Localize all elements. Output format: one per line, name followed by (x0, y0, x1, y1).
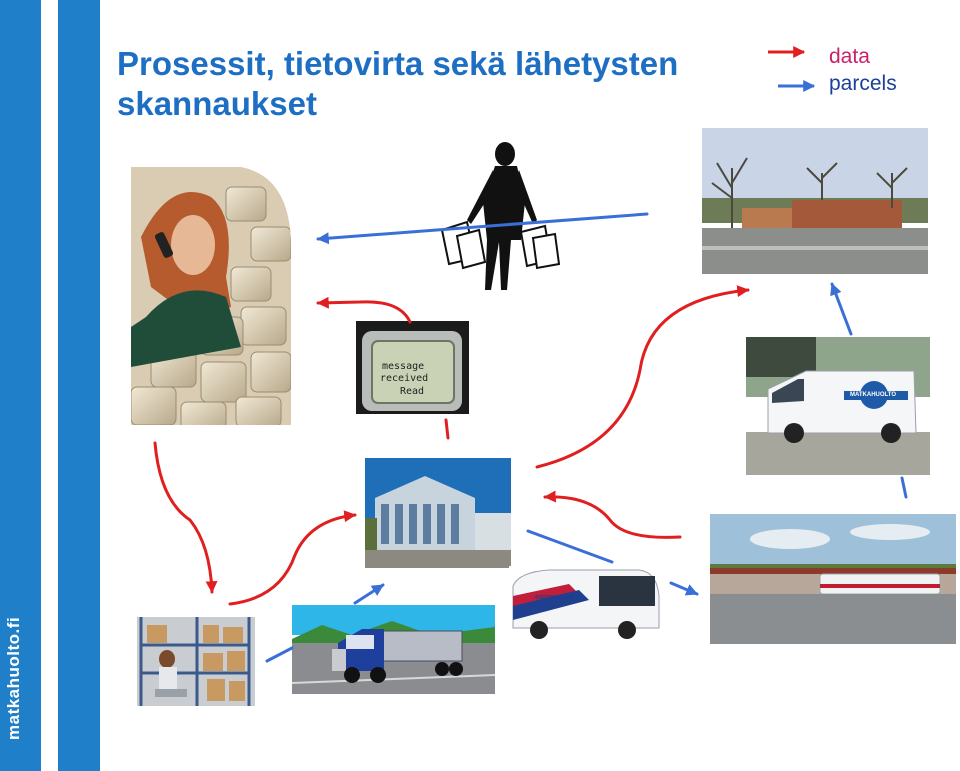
van-logo-text: MATKAHUOLTO (850, 392, 896, 398)
warehouse-photo (137, 617, 255, 706)
page-title: Prosessit, tietovirta sekä lähetysten sk… (117, 45, 679, 122)
parcel-arrow-coach-to-station (669, 581, 699, 596)
data-arrow-phone-to-service (316, 296, 412, 324)
parcel-arrow-terminal-to-coach (526, 529, 614, 564)
data-arrow-terminal-to-centre (535, 285, 750, 469)
legend-arrows (768, 46, 816, 92)
sms-line-read: Read (400, 386, 425, 397)
parcel-arrow-van-to-centre (830, 282, 853, 336)
data-arrow-station-to-terminal (543, 490, 682, 539)
parcel-arrow-truck-to-terminal (353, 583, 385, 605)
bus-station-photo (710, 514, 956, 644)
side-stripe-left (0, 0, 41, 771)
parcel-arrow-warehouse-to-truck (265, 646, 294, 663)
data-arrow-phone-tail (444, 418, 450, 440)
parcel-arrow-centre-to-customer (316, 212, 649, 245)
data-arrow-service-to-warehouse (153, 441, 218, 594)
sms-notification-photo: message received Read (356, 321, 469, 414)
side-stripe-right (58, 0, 100, 771)
customer-service-photo (131, 167, 291, 425)
parcel-arrow-station-tail (900, 476, 908, 499)
shopping-customer-icon (437, 140, 562, 298)
sms-line-received: received (380, 373, 429, 384)
coach-bus-photo: expressbus (509, 566, 661, 644)
sms-line-message: message (382, 361, 425, 372)
coach-logo-text: expressbus (535, 594, 574, 601)
truck-illustration (292, 605, 495, 694)
delivery-van-photo: MATKAHUOLTO (746, 337, 930, 475)
legend-data-label: data (829, 45, 870, 68)
data-arrow-warehouse-to-terminal (228, 510, 357, 606)
legend-parcels-label: parcels (829, 72, 897, 95)
terminal-building-photo (365, 458, 511, 568)
shopping-centre-photo (702, 128, 928, 274)
